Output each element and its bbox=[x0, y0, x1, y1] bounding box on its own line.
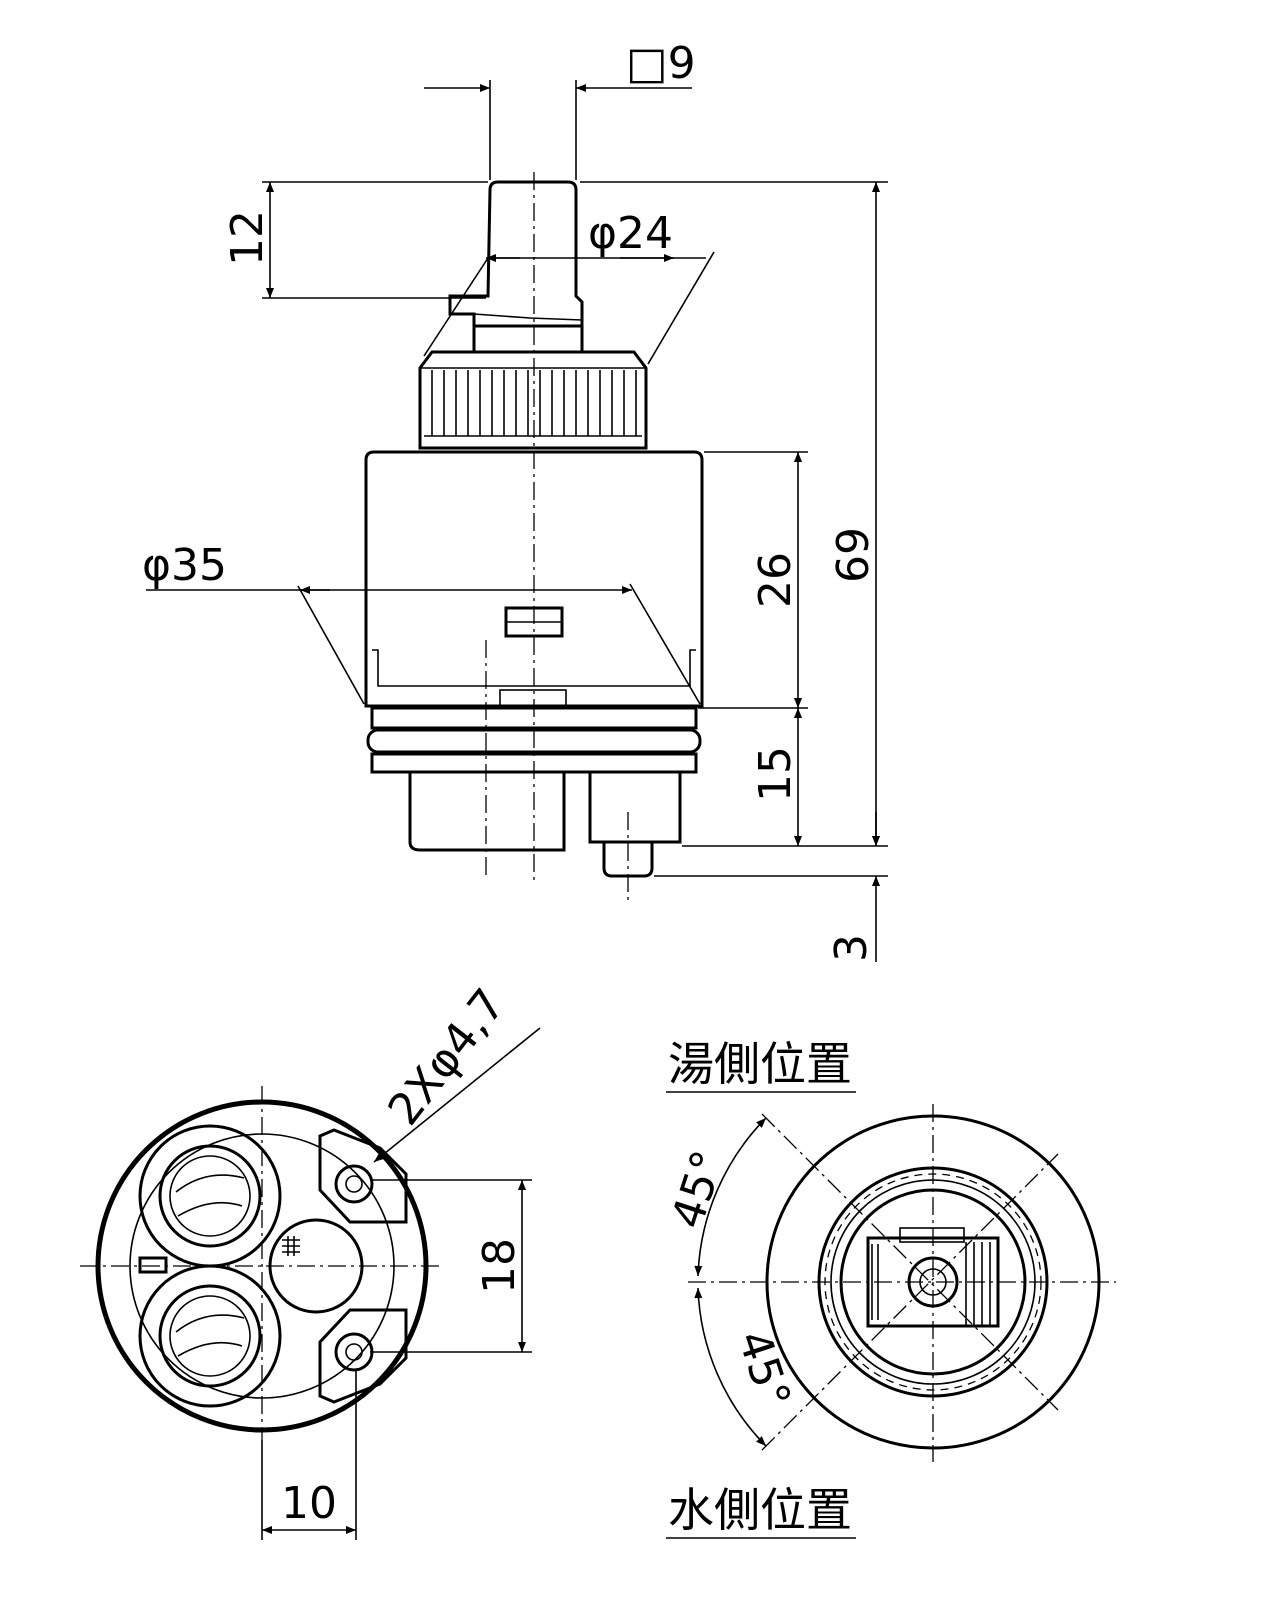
bottom-leg-right bbox=[588, 772, 682, 844]
cartridge-body bbox=[364, 450, 704, 708]
dim-stem-diameter: φ24 bbox=[588, 208, 673, 259]
extension-lines bbox=[262, 80, 888, 877]
angle-hot-label: 45° bbox=[662, 1145, 735, 1235]
dim-hole-spacing: 18 bbox=[474, 1238, 525, 1294]
side-notch bbox=[138, 1256, 168, 1274]
dim-stem-height: 12 bbox=[222, 210, 273, 266]
stem-outline bbox=[448, 180, 584, 328]
inlet-port-bottom bbox=[138, 1264, 282, 1408]
side-view: □9 12 φ24 φ35 26 15 69 3 bbox=[142, 38, 888, 962]
stem-hatch-top bbox=[871, 1242, 991, 1326]
dim-total-height: 69 bbox=[828, 527, 879, 583]
dim-body-height: 26 bbox=[750, 552, 801, 608]
dim-base-height: 15 bbox=[750, 746, 801, 802]
mounting-lug-top bbox=[318, 1128, 408, 1224]
hot-position-label: 湯側位置 bbox=[668, 1037, 852, 1091]
outlet-hatch bbox=[282, 1236, 300, 1256]
knurl-lines bbox=[431, 370, 637, 436]
top-view: 45° 45° 湯側位置 水側位置 bbox=[662, 1037, 1116, 1539]
dim-hole-offset: 10 bbox=[281, 1478, 337, 1529]
mounting-lug-bottom bbox=[318, 1308, 408, 1404]
inlet-port-top bbox=[138, 1124, 282, 1268]
dim-pin-height: 3 bbox=[826, 934, 877, 962]
dim-hole-callout: 2Xφ4,7 bbox=[378, 980, 515, 1135]
cold-position-label: 水側位置 bbox=[668, 1483, 852, 1537]
bottom-view: 2Xφ4,7 18 10 bbox=[80, 980, 541, 1540]
stem-lever-face bbox=[473, 313, 583, 321]
dim-body-diameter: φ35 bbox=[142, 540, 227, 591]
dim-square-stem: □9 bbox=[626, 38, 696, 89]
bottom-leg-left bbox=[408, 772, 566, 852]
angle-cold-label: 45° bbox=[727, 1325, 800, 1415]
